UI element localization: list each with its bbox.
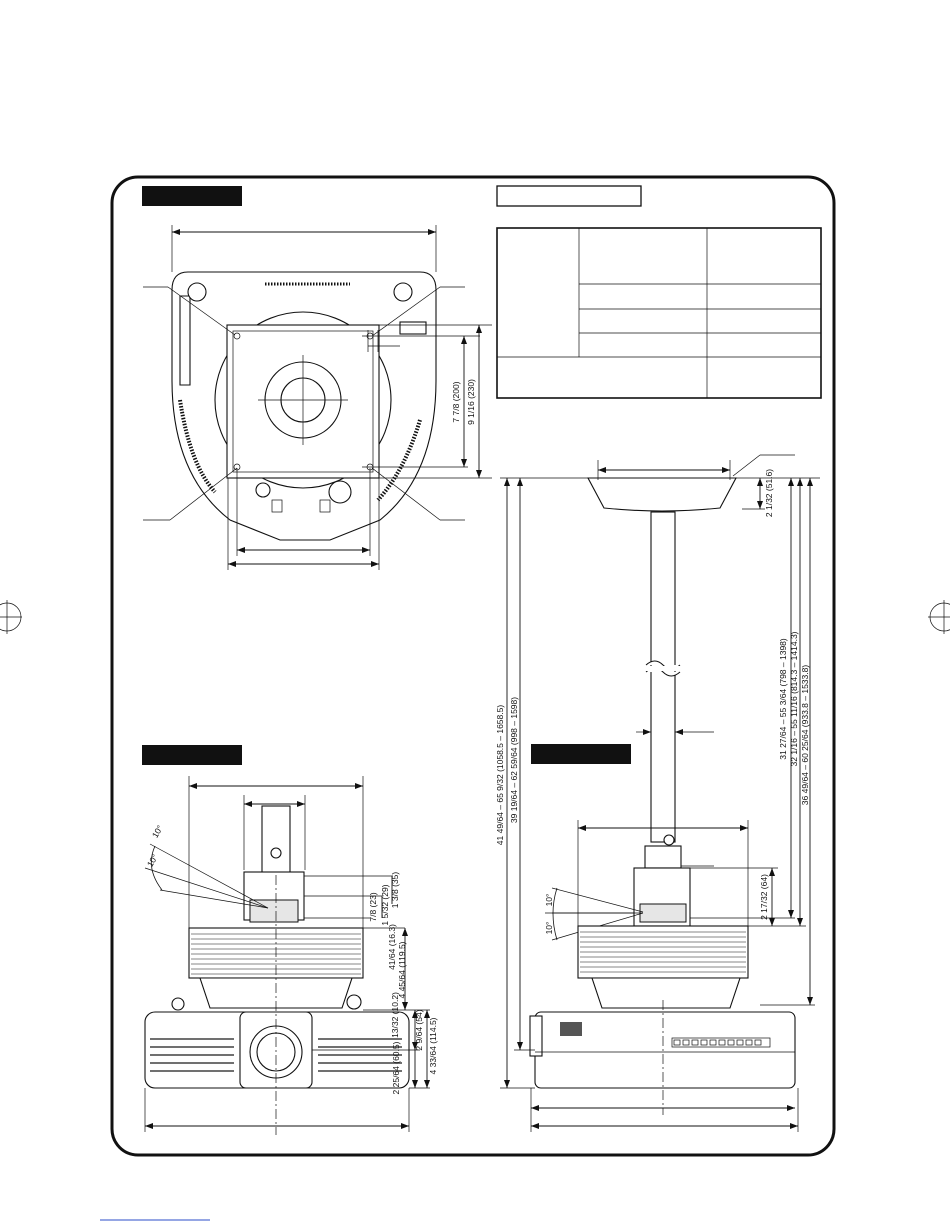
dim-ceiling-to-projector-3: 36 49/64 – 60 25/64 (933.8 – 1533.8) [800,665,810,806]
dim-ceiling-to-projector-2: 32 1/16 – 55 11/16 (814.3 – 1414.3) [789,631,799,766]
side-view-drawing [500,454,820,1132]
dim-mount-bolt-pitch-1: 7 7/8 (200) [451,381,461,422]
dim-bracket-offset-c: 7/8 (23) [368,892,378,921]
section-bar-bottom-view [142,186,242,206]
section-bar-front-view [142,745,242,765]
spec-table [496,227,822,399]
section-bar-side-view [531,744,631,764]
dim-adapter-depth: 4 45/64 (119.5) [397,941,407,998]
dim-tilt-up: 10° [544,894,554,907]
dim-ceiling-to-bottom: 41 49/64 – 65 9/32 (1058.5 – 1658.5) [495,705,505,846]
dim-ceiling-to-lens-center: 39 19/64 – 62 59/64 (998 – 1598) [509,697,519,823]
dim-adapter-gap: 13/32 (10.2) [390,992,400,1038]
dim-ceiling-to-projector-1: 31 27/64 – 55 3/64 (798 – 1398) [778,638,788,760]
dim-lens-center-height: 2 25/64 (60.5) [391,1041,401,1094]
dim-mount-bolt-pitch-2: 9 1/16 (230) [466,379,476,425]
front-view-drawing [144,776,430,1135]
page-frame [110,175,836,1157]
dim-tilt-down: 10° [544,922,554,935]
dim-ceiling-plate-height: 2 1/32 (51.6) [764,469,774,517]
registration-mark-left [0,600,22,634]
dim-lens-height: 2 9/64 (54) [414,1009,424,1050]
registration-mark-right [928,600,950,634]
dim-front-tilt-right: 10° [150,823,165,839]
dim-bracket-offset-a: 1 3/8 (35) [390,872,400,909]
dim-adapter-height: 41/64 (16.3) [387,924,397,970]
dim-projector-height: 4 33/64 (114.5) [428,1017,438,1074]
dim-bracket-height: 2 17/32 (64) [759,874,769,920]
dim-bracket-offset-b: 1 5/32 (29) [380,884,390,925]
section-bar-table [496,185,642,207]
bottom-view-drawing [143,225,492,570]
dim-front-tilt-left: 10° [145,852,160,868]
